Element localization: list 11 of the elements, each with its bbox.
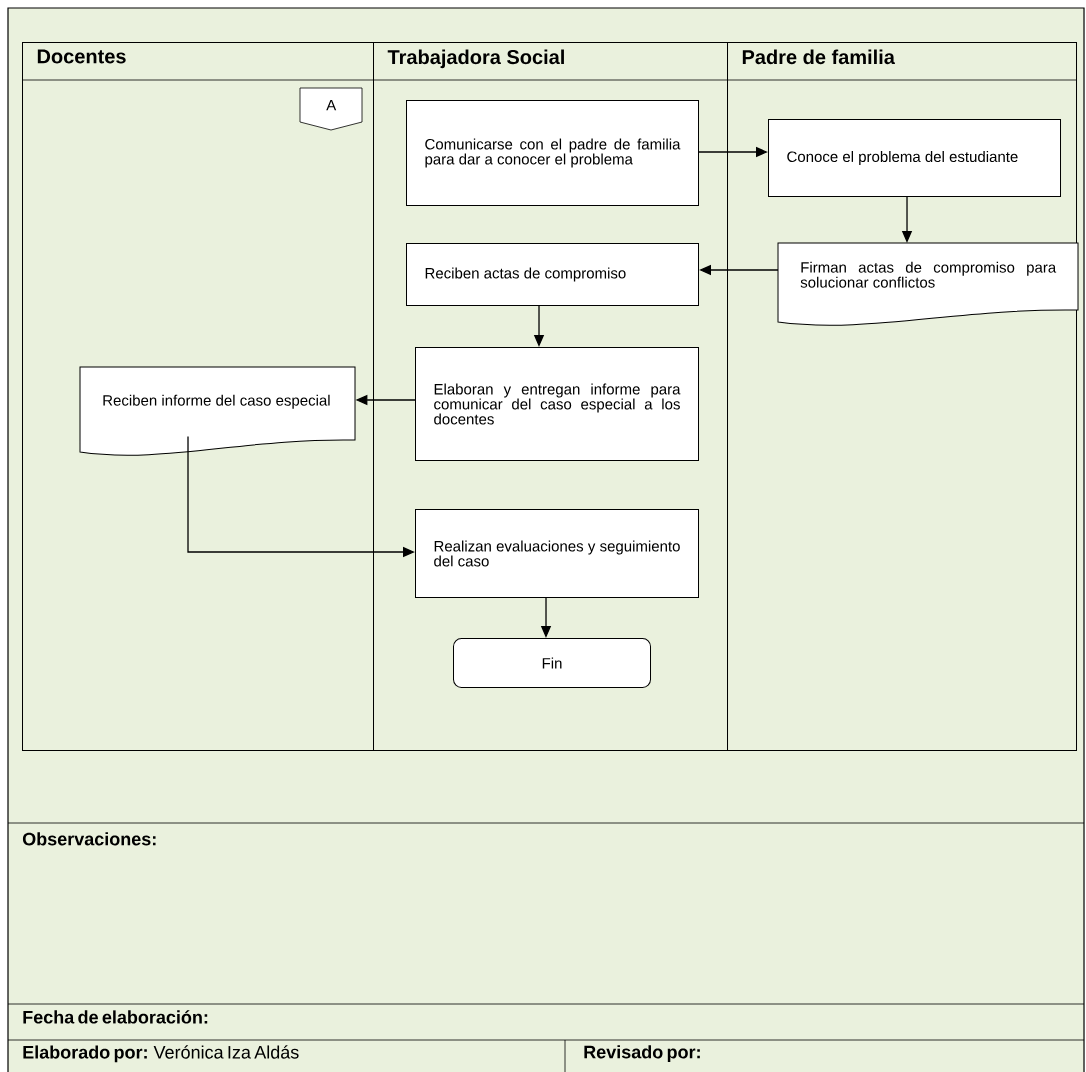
form-label: Revisado por: (584, 1045, 700, 1062)
form-label: Elaborado por: Verónica Iza Aldás (23, 1045, 299, 1063)
process-box: Comunicarse con el padre de familia para dar a conocer el problema (406, 100, 699, 206)
process-box: Realizan evaluaciones y seguimiento del caso (415, 509, 699, 598)
process-box: Conoce el problema del estudiante (768, 119, 1061, 197)
process-box: Reciben actas de compromiso (406, 243, 699, 306)
form-label: Observaciones: (22, 832, 156, 846)
terminal-box: Fin (453, 638, 651, 688)
form-label: Fecha de elaboración: (23, 1010, 208, 1024)
off-page-connector: A (299, 87, 363, 131)
process-box: Elaboran y entregan informe para comunicar del caso especial a los docentes (415, 347, 699, 461)
